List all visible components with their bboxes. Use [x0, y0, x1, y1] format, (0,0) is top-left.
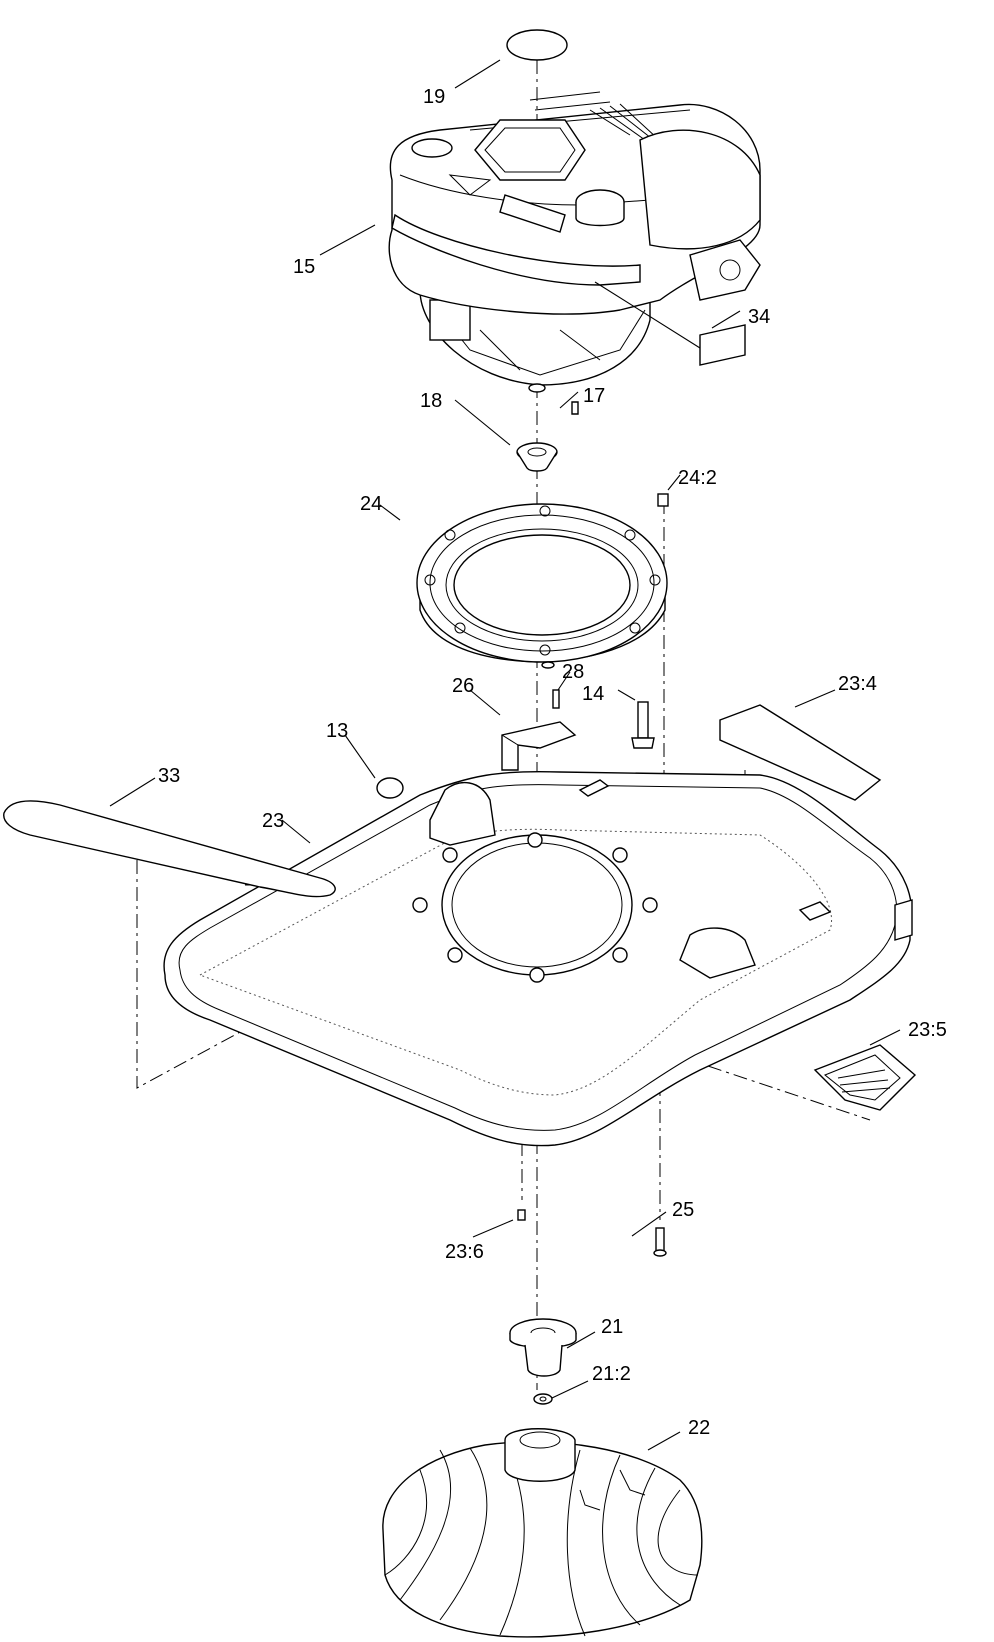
callout-14: 14 [582, 683, 604, 705]
callout-18: 18 [420, 390, 442, 412]
part-13-plug [376, 777, 404, 799]
callout-labels: 19 15 34 18 17 24:2 24 28 26 14 23:4 13 … [158, 86, 947, 1439]
part-34-label [699, 324, 746, 366]
part-23-4-decal [719, 704, 882, 801]
callout-17: 17 [583, 385, 605, 407]
callout-23: 23 [262, 810, 284, 832]
part-18-cone [516, 442, 558, 472]
callout-26: 26 [452, 675, 474, 697]
part-24-ring-mount [416, 503, 668, 669]
callout-24: 24 [360, 493, 382, 515]
callout-21: 21 [601, 1316, 623, 1338]
part-24-2-screw [657, 493, 669, 507]
callout-21-2: 21:2 [592, 1363, 631, 1385]
part-23-6-pin [517, 1209, 526, 1221]
part-15-engine [388, 91, 761, 393]
part-17-key [571, 401, 579, 415]
callout-22: 22 [688, 1417, 710, 1439]
part-22-fan [382, 1428, 703, 1638]
part-21-2-washer [533, 1393, 553, 1405]
callout-23-5: 23:5 [908, 1019, 947, 1041]
callout-13: 13 [326, 720, 348, 742]
callout-23-4: 23:4 [838, 673, 877, 695]
callout-leader-lines [109, 59, 901, 1451]
part-26-bracket [501, 721, 577, 771]
part-21-adapter [509, 1318, 577, 1377]
part-19-cap [506, 29, 568, 61]
part-23-5-vent [813, 1044, 917, 1111]
callout-24-2: 24:2 [678, 467, 717, 489]
part-33-strip [3, 800, 336, 898]
callout-28: 28 [562, 661, 584, 683]
part-23-deck [163, 770, 913, 1147]
callout-34: 34 [748, 306, 770, 328]
callout-25: 25 [672, 1199, 694, 1221]
callout-33: 33 [158, 765, 180, 787]
part-28-pin [552, 689, 560, 709]
callout-15: 15 [293, 256, 315, 278]
callout-23-6: 23:6 [445, 1241, 484, 1263]
part-14-bolt [631, 701, 655, 749]
callout-19: 19 [423, 86, 445, 108]
part-25-screw [653, 1227, 667, 1257]
